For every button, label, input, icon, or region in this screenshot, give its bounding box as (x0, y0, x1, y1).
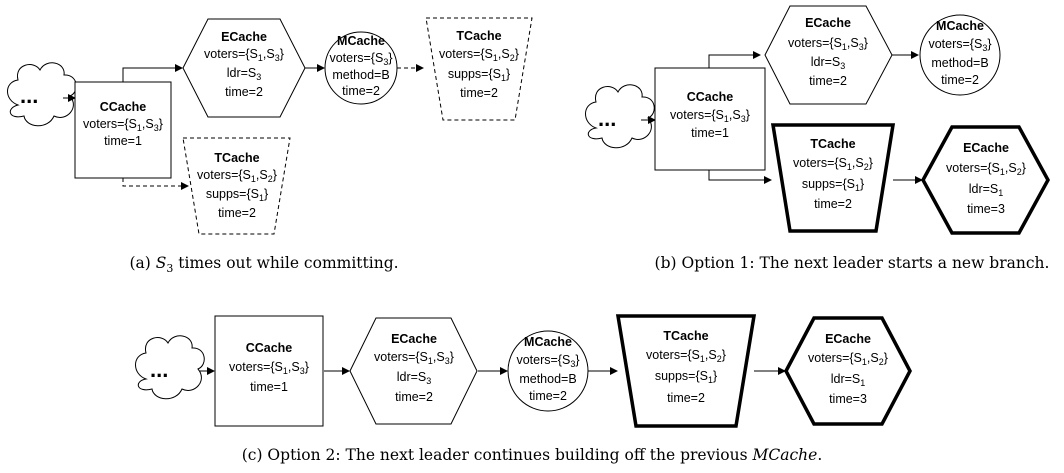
ecache-time: time=2 (225, 85, 263, 99)
tcache-top-voters: voters={S1,S2} (439, 47, 519, 63)
tcache-bottom-voters: voters={S1,S2} (197, 168, 277, 184)
cloud-shape (585, 84, 655, 149)
ecache2-node (921, 125, 1050, 235)
mcache-method: method=B (519, 372, 576, 386)
panel-c: ... CCache voters={S1,S3} time=1 ECache … (135, 314, 912, 464)
ellipsis-text: ... (598, 106, 616, 131)
ecache-node (349, 317, 478, 425)
caption-c: (c) Option 2: The next leader continues … (242, 446, 823, 464)
ecache2-leader: ldr=S1 (831, 372, 866, 388)
mcache-title: MCache (524, 335, 572, 349)
ellipsis-text: ... (20, 83, 38, 108)
arrow-ccache-tcache (708, 170, 772, 184)
ccache-node (214, 315, 324, 427)
ecache-title: ECache (391, 332, 437, 346)
ecache-leader: ldr=S3 (811, 55, 846, 71)
ccache-title: CCache (100, 100, 147, 114)
mcache-node (324, 31, 398, 105)
ccache-voters: voters={S1,S3} (670, 108, 750, 124)
tcache-bottom-node (182, 137, 291, 235)
cloud-shape (135, 335, 205, 400)
mcache-method: method=B (931, 56, 988, 70)
ecache2-voters: voters={S1,S2} (946, 161, 1026, 177)
mcache-title: MCache (936, 19, 984, 33)
ecache-node (182, 18, 306, 118)
tcache-bottom-title: TCache (214, 151, 259, 165)
mcache-time: time=2 (941, 73, 979, 87)
panel-a: ... CCache voters={S1,S3} time=1 ECache … (7, 17, 533, 275)
ccache-title: CCache (246, 341, 293, 355)
ccache-node (654, 67, 766, 171)
tcache-node (615, 314, 757, 428)
ecache-leader: ldr=S3 (397, 370, 432, 386)
tcache-supps: supps={S1} (655, 369, 717, 385)
ccache-voters: voters={S1,S3} (83, 117, 163, 133)
tcache-top-title: TCache (456, 29, 501, 43)
mcache-node (919, 14, 1001, 96)
tcache-top-supps: supps={S1} (448, 67, 510, 83)
tcache-bottom-time: time=2 (218, 206, 256, 220)
ecache2-title: ECache (963, 141, 1009, 155)
ecache-node (764, 5, 893, 105)
arrow-ccache-tcache-bottom (122, 178, 189, 190)
ecache2-node (784, 316, 912, 426)
ecache2-voters: voters={S1,S2} (808, 351, 888, 367)
ecache-time: time=2 (809, 74, 847, 88)
ecache-title: ECache (805, 16, 851, 30)
ccache-node (74, 81, 172, 179)
tcache-time: time=2 (814, 197, 852, 211)
ecache-voters: voters={S1,S3} (374, 350, 454, 366)
mcache-title: MCache (337, 34, 385, 48)
mcache-method: method=B (332, 68, 389, 82)
panel-b: ... CCache voters={S1,S3} time=1 ECache … (585, 5, 1050, 272)
caption-b: (b) Option 1: The next leader starts a n… (655, 254, 1050, 272)
ecache2-title: ECache (825, 332, 871, 346)
ecache-leader: ldr=S3 (227, 66, 262, 82)
ecache-voters: voters={S1,S3} (788, 36, 868, 52)
mcache-voters: voters={S3} (329, 51, 392, 67)
tcache-bottom-supps: supps={S1} (206, 187, 268, 203)
arrow-ccache-ecache (708, 51, 761, 68)
tcache-title: TCache (663, 329, 708, 343)
mcache-time: time=2 (529, 389, 567, 403)
cloud-shape (7, 62, 77, 127)
ccache-time: time=1 (250, 380, 288, 394)
tcache-supps: supps={S1} (802, 177, 864, 193)
ellipsis-text: ... (150, 357, 168, 382)
ccache-time: time=1 (691, 126, 729, 140)
caption-a: (a) S3 times out while committing. (129, 254, 398, 275)
ccache-time: time=1 (104, 134, 142, 148)
tcache-voters: voters={S1,S2} (793, 156, 873, 172)
tcache-time: time=2 (667, 391, 705, 405)
ccache-voters: voters={S1,S3} (229, 360, 309, 376)
tcache-top-node (425, 17, 533, 121)
tcache-node (770, 123, 896, 233)
ecache2-time: time=3 (829, 392, 867, 406)
mcache-time: time=2 (342, 84, 380, 98)
ecache2-leader: ldr=S1 (969, 182, 1004, 198)
ccache-title: CCache (687, 90, 734, 104)
mcache-voters: voters={S3} (928, 37, 991, 53)
mcache-voters: voters={S3} (516, 353, 579, 369)
tcache-title: TCache (810, 137, 855, 151)
tcache-voters: voters={S1,S2} (646, 348, 726, 364)
arrow-ccache-ecache (122, 64, 183, 82)
ecache-title: ECache (221, 30, 267, 44)
mcache-node (507, 330, 589, 412)
tcache-top-time: time=2 (460, 86, 498, 100)
ecache-time: time=2 (395, 390, 433, 404)
ecache-voters: voters={S1,S3} (204, 47, 284, 63)
ecache2-time: time=3 (967, 202, 1005, 216)
